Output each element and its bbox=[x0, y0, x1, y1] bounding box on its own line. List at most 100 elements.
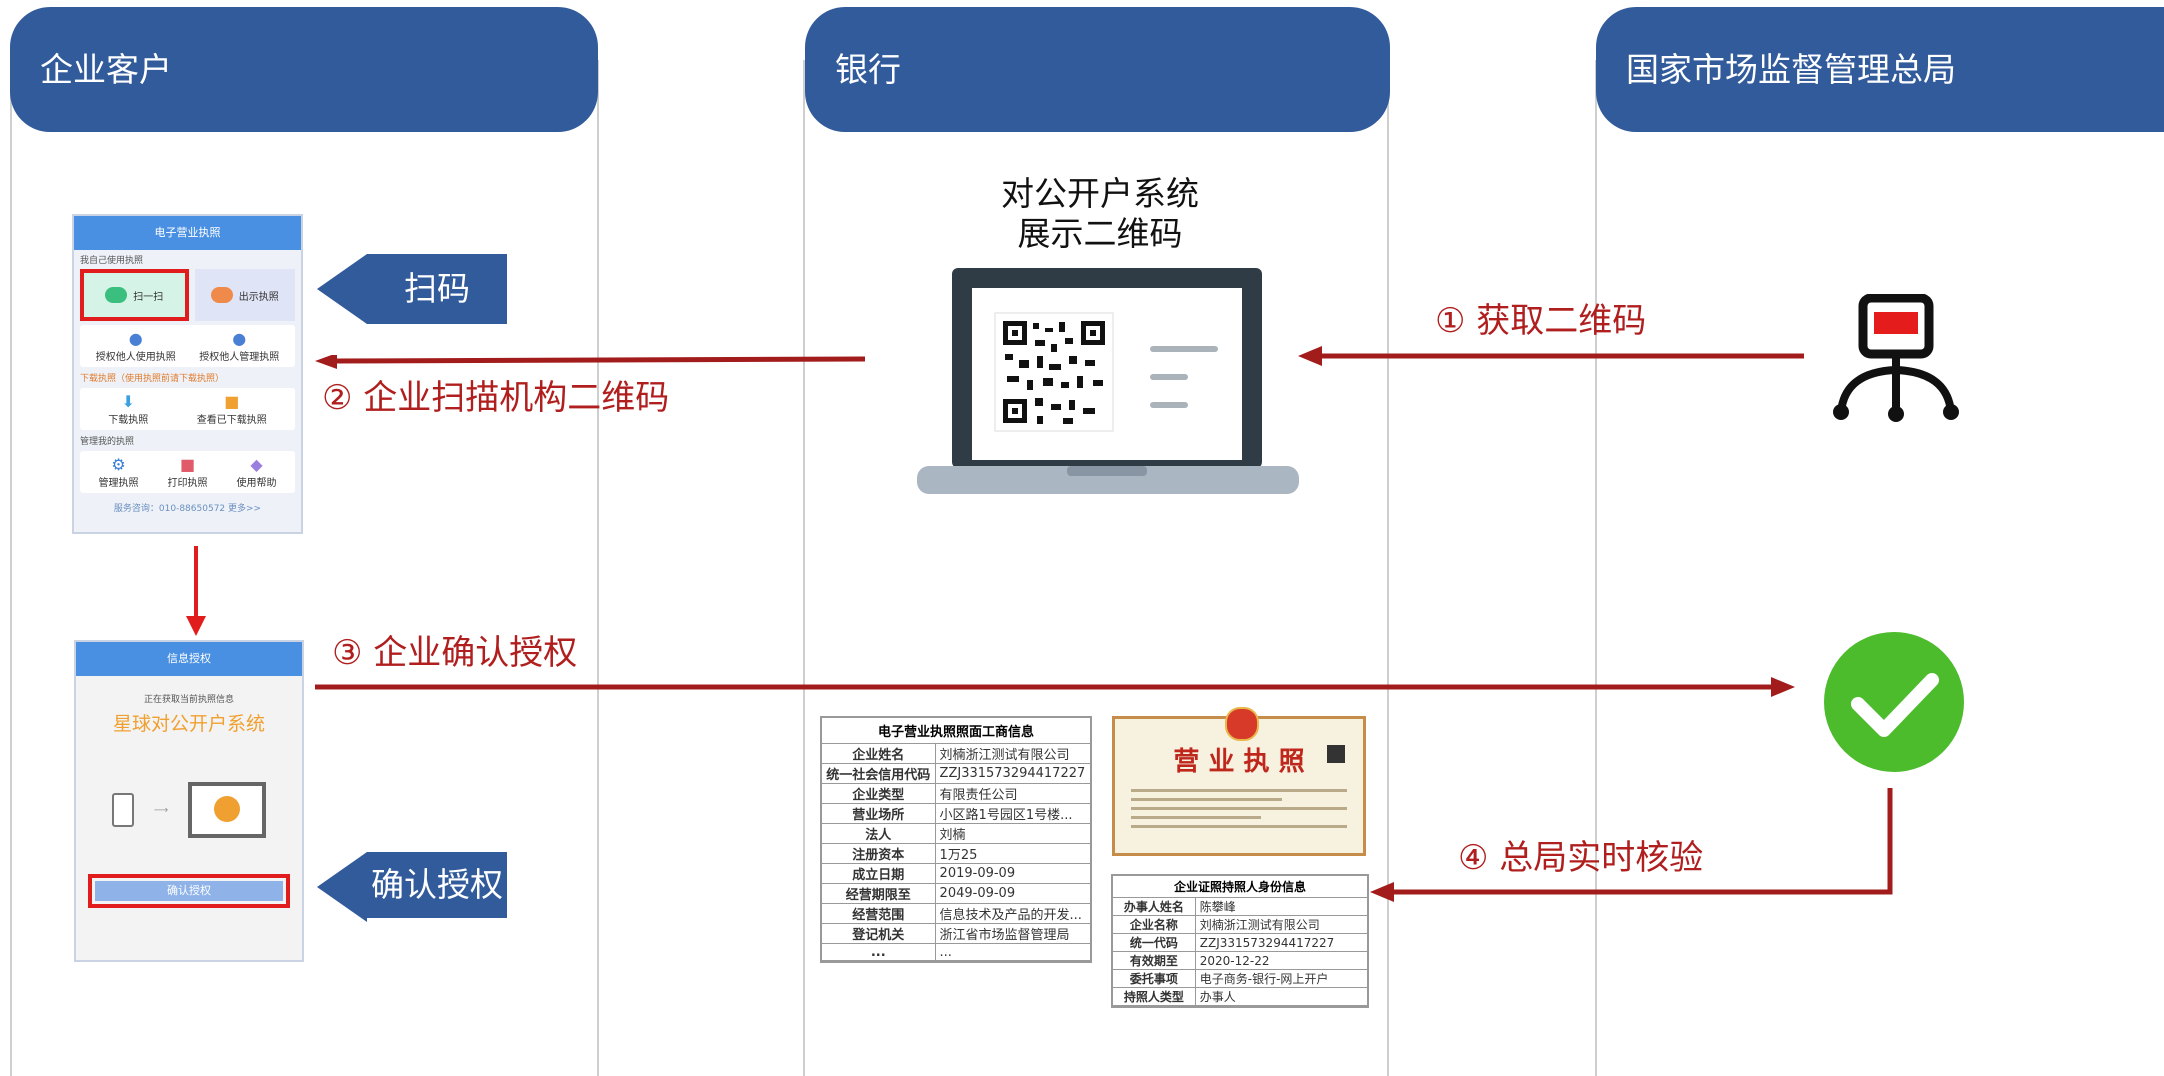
server-node-icon bbox=[1827, 293, 1965, 430]
row-key: 委托事项 bbox=[1113, 969, 1196, 988]
row-value: 有限责任公司 bbox=[935, 783, 1090, 804]
auth-title: 信息授权 bbox=[167, 652, 211, 665]
auth-system-name: 星球对公开户系统 bbox=[112, 713, 265, 735]
row-key: 企业类型 bbox=[822, 783, 936, 804]
emblem-icon bbox=[1225, 707, 1259, 741]
row-value: ZZJ331573294417227 bbox=[1195, 933, 1367, 952]
callout-confirm: 确认授权 bbox=[317, 852, 507, 922]
row-value: ZZJ331573294417227 bbox=[935, 763, 1090, 784]
lane-header-customer: 企业客户 bbox=[10, 7, 598, 132]
download-label: 下载执照 bbox=[108, 415, 149, 426]
table-row: 登记机关浙江省市场监督管理局 bbox=[822, 923, 1090, 944]
arrow-down bbox=[186, 546, 206, 640]
auth-use-button[interactable]: ● 授权他人使用执照 bbox=[96, 329, 176, 363]
manage-label: 管理执照 bbox=[98, 478, 139, 489]
table-row: 办事人姓名陈攀峰 bbox=[1113, 898, 1367, 916]
row-value: 信息技术及产品的开发... bbox=[935, 903, 1090, 924]
table-row: ...... bbox=[822, 943, 1090, 961]
holder-info-header: 企业证照持照人身份信息 bbox=[1113, 876, 1367, 898]
user-icon: ● bbox=[128, 329, 143, 348]
row-key: 成立日期 bbox=[822, 863, 936, 884]
printer-icon: ■ bbox=[179, 455, 196, 474]
row-key: 登记机关 bbox=[822, 923, 936, 944]
auth-title-bar: 信息授权 bbox=[76, 642, 302, 676]
row-key: 营业场所 bbox=[822, 803, 936, 824]
download-icon: ⬇ bbox=[121, 392, 135, 411]
print-label: 打印执照 bbox=[167, 478, 208, 489]
row-key: ... bbox=[822, 943, 936, 961]
lane-divider bbox=[597, 60, 599, 1076]
step-1-label: ① 获取二维码 bbox=[1435, 301, 1647, 341]
check-icon bbox=[1822, 630, 1966, 778]
gear-icon: ⚙ bbox=[111, 455, 126, 474]
row-value: 小区路1号园区1号楼... bbox=[935, 803, 1090, 824]
license-title: 营 业 执 照 bbox=[1173, 747, 1305, 777]
scan-button[interactable]: 扫一扫 bbox=[80, 269, 189, 321]
row-key: 企业名称 bbox=[1113, 915, 1196, 934]
app-title: 电子营业执照 bbox=[154, 226, 221, 239]
row-value: 刘楠浙江测试有限公司 bbox=[1195, 915, 1367, 934]
print-button[interactable]: ■ 打印执照 bbox=[168, 455, 208, 489]
app-title-bar: 电子营业执照 bbox=[74, 216, 301, 250]
table-row: 企业名称刘楠浙江测试有限公司 bbox=[1113, 915, 1367, 934]
show-label: 出示执照 bbox=[238, 291, 279, 303]
row-value: 陈攀峰 bbox=[1195, 898, 1367, 916]
scan-label: 扫一扫 bbox=[133, 291, 164, 303]
arrow-verify bbox=[1370, 788, 1900, 908]
scan-icon bbox=[105, 287, 128, 303]
table-row: 经营范围信息技术及产品的开发... bbox=[822, 903, 1090, 924]
auth-manage-button[interactable]: ●授权他人管理执照 bbox=[199, 329, 279, 363]
help-button[interactable]: ◆使用帮助 bbox=[237, 455, 277, 489]
row-value: 2020-12-22 bbox=[1195, 951, 1367, 970]
row-value: 1万25 bbox=[935, 843, 1090, 864]
auth-use-label: 授权他人使用执照 bbox=[95, 352, 176, 363]
table-row: 企业类型有限责任公司 bbox=[822, 783, 1090, 804]
qr-code-icon bbox=[994, 312, 1114, 432]
manage-button[interactable]: ⚙ 管理执照 bbox=[99, 455, 139, 489]
lane-divider bbox=[10, 60, 12, 1076]
callout-scan: 扫码 bbox=[317, 254, 507, 324]
mobile-icon bbox=[111, 793, 134, 827]
phone-authorization: 信息授权 正在获取当前执照信息 星球对公开户系统 ⟶ 确认授权 bbox=[74, 640, 304, 962]
license-info-header: 电子营业执照照面工商信息 bbox=[822, 718, 1090, 744]
laptop-icon bbox=[917, 268, 1299, 502]
help-icon: ◆ bbox=[250, 455, 263, 474]
download-button[interactable]: ⬇ 下载执照 bbox=[108, 392, 148, 426]
step-4-label: ④ 总局实时核验 bbox=[1458, 838, 1704, 878]
document-icon: ■ bbox=[224, 392, 240, 411]
row-key: 统一社会信用代码 bbox=[822, 763, 936, 784]
row-value: 浙江省市场监督管理局 bbox=[935, 923, 1090, 944]
lane-divider bbox=[1595, 60, 1597, 1076]
row-key: 有效期至 bbox=[1113, 951, 1196, 970]
lane-header-bank: 银行 bbox=[805, 7, 1390, 132]
view-downloaded-label: 查看已下载执照 bbox=[196, 415, 267, 426]
confirm-auth-button[interactable]: 确认授权 bbox=[88, 874, 290, 908]
row-value: 刘楠浙江测试有限公司 bbox=[935, 744, 1090, 764]
bank-system-title-line2: 展示二维码 bbox=[1017, 214, 1183, 253]
row-key: 经营范围 bbox=[822, 903, 936, 924]
row-key: 经营期限至 bbox=[822, 883, 936, 904]
view-downloaded-button[interactable]: ■ 查看已下载执照 bbox=[197, 392, 267, 426]
row-value: 2049-09-09 bbox=[935, 883, 1090, 904]
hotline-text: 服务咨询：010-88650572 更多>> bbox=[113, 504, 262, 514]
bank-system-title: 对公开户系统 展示二维码 bbox=[960, 174, 1240, 254]
row-key: 注册资本 bbox=[822, 843, 936, 864]
arrow-confirm-auth bbox=[315, 677, 1795, 705]
auth-manage-label: 授权他人管理执照 bbox=[199, 352, 280, 363]
row-value: ... bbox=[935, 943, 1090, 961]
section-label: 我自己使用执照 bbox=[80, 256, 144, 266]
row-key: 统一代码 bbox=[1113, 933, 1196, 952]
step-2-label: ② 企业扫描机构二维码 bbox=[322, 378, 670, 418]
section-label: 管理我的执照 bbox=[80, 437, 135, 447]
lane-divider bbox=[803, 60, 805, 1076]
arrow-get-qr bbox=[1298, 344, 1808, 372]
show-license-button[interactable]: 出示执照 bbox=[194, 269, 295, 321]
table-row: 企业姓名刘楠浙江测试有限公司 bbox=[822, 744, 1090, 764]
